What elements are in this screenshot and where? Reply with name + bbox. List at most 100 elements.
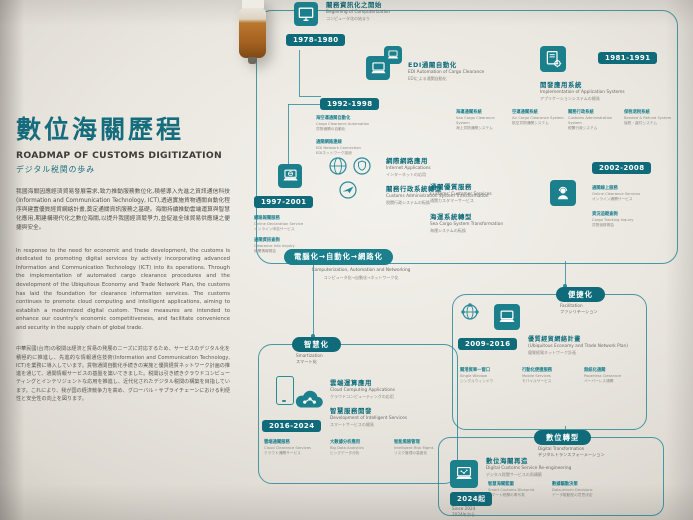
system-item-line: 税関行政システム [568,125,598,130]
page-title: 數位海關歷程 [16,115,185,144]
airplane-icon [338,180,358,204]
milestone-title-zh: 海運系統轉型 [430,213,472,221]
milestone-title-ja: アプリケーションシステムの開発 [540,96,600,102]
milestone-title-zh: 智慧服務開發 [330,407,372,415]
digital-transformation-pill: 數位轉型 [534,430,592,445]
system-item-title: 雲端通關服務 [264,440,290,445]
system-item-line: Cloud Clearance Services [264,445,311,450]
cloud-share-icon [292,388,326,416]
milestone-title-zh: EDI通關自動化 [408,61,457,69]
milestone-title-en: Cloud Computing Applications [330,388,395,393]
milestone-1992-title: EDI通關自動化 EDI Automation of Cargo Clearan… [408,60,520,81]
milestone-2024-title: 數位海關再造 Digital Customs Service Re-engine… [486,456,618,477]
system-item-line: 通関情報照会 [254,248,277,253]
milestone-title-zh: 關務資訊化之開始 [326,1,382,9]
system-item-line: オンライン通関サービス [592,196,633,201]
laptop-globe-icon [278,164,302,188]
milestone-title-ja: 税関行政システムの転換 [386,200,430,206]
system-item: 海空運通關自動化 Cargo Clearance Automation 貨物通関… [316,116,392,132]
system-item-title: 大數據分析應用 [330,440,361,445]
laptop-icon [384,46,402,64]
milestone-title-zh: 優質經貿網絡計畫 [528,336,581,343]
system-item-title: 智能風險管理 [394,440,420,445]
years-badge-2024-en: Since 2024 [452,506,476,511]
system-item-title: 海運通關系統 [456,110,482,115]
smartphone-icon [276,376,294,405]
system-item-title: 行動化便捷服務 [522,368,553,373]
digital-pill-en: Digital Transformation [538,446,585,451]
connector-dot [563,284,567,288]
system-item-title: 貨況追蹤查詢 [592,212,618,217]
milestone-title-zh: 數位海關再造 [486,457,528,465]
milestone-1981-title: 開發應用系統 Implementation of Application Sys… [540,80,672,101]
connector-line [299,96,321,97]
system-item-title: 通關資訊查詢 [254,238,280,243]
laptop-icon [494,304,520,330]
milestone-title-ja: クラウドコンピューティングの応用 [330,394,394,400]
years-badge-2002: 2002-2008 [592,162,652,174]
system-item-line: EDIネットワーク接続 [316,150,352,155]
milestone-title-ja: EDIによる通関自動化 [408,76,447,82]
system-item-line: ペーパーレス通関 [584,378,614,383]
milestone-2002-title-a: 通關優質服務 Customs' Customer Services 通関カスタマ… [430,182,542,203]
system-item-line: Air Cargo Clearance System [512,115,564,120]
connector-dot [311,334,315,338]
stage-pill: 電腦化→自動化→網路化 [284,249,393,265]
system-item-line: 海上貨物通関システム [456,125,493,130]
milestone-title-en: Implementation of Application Systems [540,90,625,95]
system-item-line: モバイルサービス [522,378,552,383]
milestone-title-en: EDI Automation of Cargo Clearance [408,70,485,75]
network-globe-icon [458,300,482,328]
system-item-line: Bonded & Refund System [624,115,672,120]
system-item: 通關線上服務 Online Clearance Services オンライン通関… [592,186,662,202]
system-item-line: Big Data Analytics [330,445,364,450]
system-item: 無紙化通關 Paperless Clearance ペーパーレス通関 [584,368,640,384]
intro-panel: 數位海關歷程 ROADMAP OF CUSTOMS DIGITIZATION デ… [16,116,230,403]
system-item-line: オンライン申告サービス [254,226,295,231]
milestone-1997-subtitle: 關務行政系統轉型 Customs Administration System T… [386,184,492,205]
shield-icon [352,156,372,180]
milestone-title-en: Customs Administration System Transforma… [386,194,489,199]
system-item-line: ビッグデータ分析 [330,450,360,455]
desktop-computer-icon [294,2,318,26]
milestone-title-ja: インターネットの応用 [386,172,426,178]
connector-line [565,261,566,288]
years-badge-2009: 2009-2016 [458,338,518,350]
years-badge-1997: 1997-2001 [254,196,314,208]
system-item-line: Smart Customs Blueprint [488,487,535,492]
system-item-line: Paperless Clearance [584,373,622,378]
system-item-title: 海空運通關自動化 [316,116,351,121]
milestone-1997-title: 網際網路應用 Internet Applications インターネットの応用 [386,156,492,177]
system-item-line: 貨物通関の自動化 [316,126,346,131]
system-item-line: データ駆動型の意思決定 [552,492,593,497]
years-badge-2024: 2024起 [450,492,493,506]
system-item-title: 關務行政系統 [568,110,594,115]
system-item-line: Online Clearance Services [592,191,641,196]
system-item-title: 數據驅動決策 [552,482,578,487]
milestone-2016-title-b: 智慧服務開發 Development of Intelligent Servic… [330,406,450,427]
dispenser-bracket [242,0,264,10]
globe-icon [328,156,348,180]
years-badge-2016: 2016-2024 [262,420,322,432]
milestone-title-ja: 優質経貿ネットワーク計画 [528,350,576,356]
system-item: 雲端通關服務 Cloud Clearance Services クラウド通関サー… [264,440,324,456]
system-item-line: Single Window [460,373,488,378]
system-item-line: 航空貨物通関システム [512,120,549,125]
system-item: 關港貿單一窗口 Single Window シングルウィンドウ [460,368,516,384]
system-item-line: Mobile Services [522,373,551,378]
stage-pill-en: Computerization, Automation and Networki… [311,268,411,273]
system-item: 關務行政系統 Customs Administration System 税関行… [568,110,620,131]
connector-line [299,50,300,96]
system-item-line: Cargo Clearance Automation [316,121,370,126]
milestone-title-en: Sea Cargo System Transformation [430,222,504,227]
intro-paragraph-ja: 中華民國(台湾)の税関は経済と貿易の発展のニーズに対応するため、サービスのデジタ… [16,346,230,402]
system-item-title: 無紙化通關 [584,368,606,373]
connector-line [288,104,289,164]
system-item-line: クラウド通関サービス [264,450,301,455]
system-item-line: Clearance Info Inquiry [254,243,295,248]
intro-paragraph-en: In response to the need for economic and… [16,247,230,331]
system-item-line: Intelligent Risk Mgmt. [394,445,435,450]
years-badge-1992: 1992-1998 [320,98,380,110]
system-item-title: 通關網路連線 [316,140,342,145]
milestone-2002-title-b: 海運系統轉型 Sea Cargo System Transformation 海… [430,212,542,233]
